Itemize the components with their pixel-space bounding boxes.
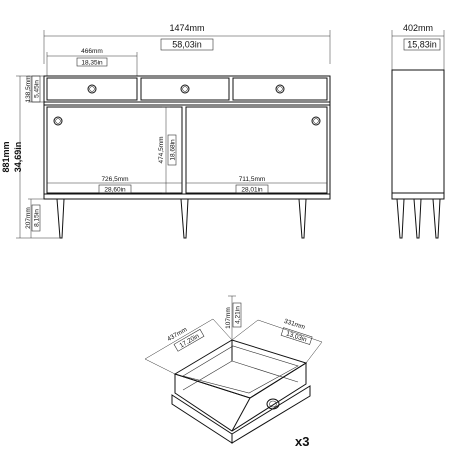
total-width-mm: 1474mm <box>169 23 204 33</box>
drawer-detail-height-in: 4,21in <box>235 306 242 324</box>
door-height-in: 18,68in <box>170 139 177 161</box>
right-inner-width-in: 28,01in <box>241 187 263 194</box>
drawer-quantity: x3 <box>295 434 309 449</box>
drawer-width-in-box <box>76 57 108 67</box>
depth-in: 15,83in <box>407 40 437 50</box>
drawer-detail-height-mm: 107mm <box>225 307 232 329</box>
drawer-body <box>174 362 307 432</box>
leg-height-in: 8,15in <box>34 209 41 227</box>
door-knob-left <box>53 116 63 126</box>
drawer-width-mm: 466mm <box>81 48 103 55</box>
leg-side-2 <box>413 198 422 239</box>
drawer-detail-width-in: 13,03in <box>285 330 308 343</box>
drawer-width-dimension-line <box>257 319 323 343</box>
drawer-front-right <box>232 77 328 101</box>
drawer-detail-width-mm: 331mm <box>283 318 306 331</box>
drawer-front-left <box>46 77 138 101</box>
right-inner-width-mm: 711,5mm <box>239 176 266 183</box>
drawer-detail: 437mm 17,20in 107mm 4,21in 331mm 13,03in… <box>144 295 323 449</box>
left-inner-width-in: 28,60in <box>104 187 126 194</box>
drawer-front-panel <box>231 385 311 444</box>
drawer-knob-middle <box>180 84 190 94</box>
door-knob-right <box>311 116 321 126</box>
drawer-knob-right <box>275 84 285 94</box>
leg-side-3 <box>432 198 441 239</box>
drawer-depth-dimension-line <box>144 318 214 360</box>
drawer-height-mm: 138,5mm <box>25 75 32 102</box>
drawer-knob-left <box>87 84 97 94</box>
drawer-detail-knob <box>266 398 280 410</box>
leg-front-1 <box>56 198 65 239</box>
side-view: 402mm 15,83in <box>391 23 445 239</box>
drawer-front-middle <box>140 77 230 101</box>
total-height-in: 34,69in <box>13 142 23 173</box>
door-height-mm: 474,5mm <box>158 136 165 163</box>
drawer-width-in: 18,35in <box>81 60 103 67</box>
drawer-height-in: 5,45in <box>34 80 41 98</box>
front-view: 1474mm 58,03in 466mm 18,35in <box>1 23 331 239</box>
leg-front-2 <box>180 198 189 239</box>
side-panel <box>391 69 445 200</box>
sideboard-body <box>43 75 331 200</box>
total-height-mm: 881mm <box>1 141 11 172</box>
leg-height-mm: 207mm <box>25 207 32 229</box>
total-width-in-box <box>160 38 214 51</box>
total-width-in: 58,03in <box>172 40 202 50</box>
depth-mm: 402mm <box>403 23 433 33</box>
left-inner-width-mm: 726,5mm <box>101 176 128 183</box>
leg-front-3 <box>298 198 307 239</box>
leg-side-1 <box>396 198 405 239</box>
drawer-front-panel-side <box>171 394 233 444</box>
